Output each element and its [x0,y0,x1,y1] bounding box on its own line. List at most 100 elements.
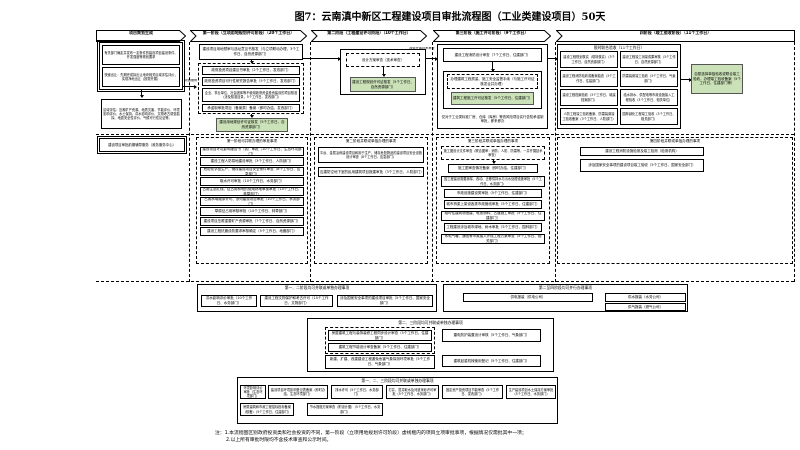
section-b-gas-box: 供气报装（燃气公司） [605,303,686,311]
section-c-frame [307,318,554,372]
stage1-land-preexam-box: 建设项目用地预审与选址意见书核发（与立项联动办理，3个工作日、自然资源部门） [199,44,303,60]
section-c-dashed-group [325,327,435,354]
section-c-dash2: 建筑工程节能设计审查备案（5个工作日、住建部门） [328,343,432,352]
planning-group-box [97,40,185,92]
stage3-group-box [437,44,548,129]
arrow-stage3-down [490,62,495,72]
stage4-left-2: 建设工程档案验收（3个工作日、城建档案部门） [560,89,618,106]
stage4-right-0: 建设工程竣工测量成果审核（3个工作日、自然资源部门） [620,51,678,68]
planning-box1: 有关部门确定并发布一定条件的建设项目建设条件、开发强度等规划要求 [102,45,180,65]
stage3-permit-green-box: 建筑工程施工许可证核发（5个工作日、住建部门） [451,92,534,105]
separator-2 [310,42,311,282]
parallel-s1-item-8: 建设工程抗震设防要求审核确定（5个工作日、地震部门） [200,227,304,236]
planning-box2: 快速出让：先期完成拟出让地块相关区域评估评价，实现净地出让（按需开展） [102,67,180,87]
parallel-s3-item-1: 施工图审查情况备案（即时办结、住建部门） [448,164,538,173]
parallel-s3-frame [436,137,550,264]
parallel-s1-title: 第一阶段可并联办理的审批事项 [226,139,278,143]
page-title: 图7：云南滇中新区工程建设项目审批流程图（工业类建设项目）50天 [294,12,606,23]
stage4-left-1: 建设工程消防验收或备案抽查（3个工作日、住建部门） [560,70,618,87]
arrow-stage1-a [249,60,254,64]
footnote-line1: 注：1.本流程图区别政府投资类和社会投资的不同，第一阶段（立项用地规划许可阶段）… [215,431,527,436]
band-divider-bottom [96,281,794,282]
parallel-s3-title: 第三阶段并联或单独办理的事项 [467,139,519,143]
parallel-s1-item-4: 占用生态红线、征占用林地的使用林地审核审批（10个工作日、林草部门） [200,187,304,196]
parallel-s3-item-0: 施工图设计文件审查（联合图审：消防、人防、防雷等，一并开展技术审查） [441,146,545,160]
section-d-frame [237,377,558,424]
stage4-left-3: 人防工程竣工验收备案、防雷装置竣工验收备案（3个工作日、人防部门） [560,108,618,125]
arrow-stage2-to-stage3 [426,56,438,61]
banner-stage2-label: 第二阶段（工程建设许可阶段）（10个工作日） [327,30,411,35]
parallel-s2-item-1: 应建防空地下室的民用建筑项目报建审批（3个工作日、人防部门） [318,167,424,177]
section-b-power-box: 供电报装（供电公司） [463,293,593,302]
banner-stage1-label: 第一阶段（立项用地规划许可阶段）（20个工作日） [202,30,295,35]
arrow-stage1-b [249,114,254,118]
stage4-left-0: 建设工程规划核实（现场核实）（3个工作日、自然资源部门） [560,51,618,68]
stage2-permit-green-box: 建设工程规划许可证核发（5个工作日、自然资源部门） [350,77,416,92]
parallel-s2-title: 第二阶段并联或单独办理的事项 [345,139,397,143]
stage4-right-3: 园林绿化工程竣工验收（3个工作日、相关部门） [620,108,678,125]
parallel-s2-frame [314,137,428,264]
banner-stage3-shape [432,30,552,42]
separator-1 [189,42,190,282]
arrow-stage4-to-final [681,77,692,82]
arrow-stage2-down [381,67,386,77]
parallel-s1-item-2: 危险化学品生产、储存建设项目安全条件审查（8个工作日、应急部门） [200,167,304,176]
parallel-s1-item-6: 草原征占用审核审批（10个工作日、林草部门） [200,207,304,216]
stage1-item-proposal: 政府投资项目建议书审批（2个工作日、发改部门） [202,66,300,75]
parallel-s3-item-3: 市政设施建设类审批（5个工作日、住建部门） [444,189,542,198]
project-code-label: 项目赋码 [184,79,198,82]
section-d-item-4: 固定资产投资项目节能审查（5个工作日、发改部门） [442,385,503,399]
section-b-frame [443,284,688,312]
arrow-stage1-to-stage2 [303,56,341,61]
stage2-group-box [340,49,426,95]
parallel-s1-item-3: 取水许可审批（10个工作日、水务部门） [200,177,304,186]
stage4-right-1: 防雷装置竣工验收（3个工作日、气象部门） [620,70,678,87]
separator-3 [432,42,433,282]
planning-service-box: 建设项目审批前期辅导服务（政务服务中心） [97,136,187,154]
section-c-dash1: 房屋建筑工程与装饰装修工程同步设计审查（5个工作日、住建部门） [328,330,432,341]
final-acceptance-green-box: 自愿选择单独验收或联合竣工验收，办理竣工验收备案（5个工作日、住建部门等） [691,64,743,94]
banner-planning: 项目策划生成 [96,27,187,42]
banner-stage2: 第二阶段（工程建设许可阶段）（10个工作日） [310,27,428,42]
banner-planning-shape [96,30,187,42]
stage1-dashed-group [198,63,304,114]
section-a-frame [197,284,437,312]
parallel-s3-item-7: 水电气暖、通信等市政接入外线工程方案审查（5个工作日、相关部门） [441,234,545,244]
parallel-s1-item-1: 建设工程人防易地建设审批（3个工作日、人防部门） [200,157,304,166]
section-c-right-box: 雷电防护装置设计审核（5个工作日、气象部门） [442,329,541,342]
section-d-item-3: 打井、凿井取水及河道采砂许可审批（5个工作日、水务部门） [386,385,439,399]
section-d-item-0: 环境影响评价审批（生态环境部门） [240,385,266,399]
separator-4 [555,42,556,282]
arrow-stage3-to-stage4 [548,56,558,61]
parallel-s3-item-2: 因工程建设需要拆除、改动、迁移供排水与污水处理设施审批（5个工作日、水务部门） [441,176,545,187]
banner-stage4: 四阶段（竣工验收阶段）（11个工作日） [555,27,795,42]
section-d-item-1: 建设项目环境影响登记表备案（即时办结、生态环境部门） [268,385,328,399]
parallel-s1-item-7: 建设项目压覆重要矿产资源审批（7个工作日、自然资源部门） [200,217,304,226]
parallel-s1-item-0: 建设项目环境影响报告书（表）审批（10个工作日、生态环境部门） [200,147,304,156]
planning-box3: 区域评估：压覆矿产资源、地质灾害、节能评价、环境影响评价、水土保持、洪水影响评价… [101,99,182,129]
section-a-title: 第一、二阶段均可并联或单独办理事项 [284,285,350,290]
section-d-item-7: 节水措施方案审查（附设计图）（5个工作日、水务部门） [307,403,383,416]
stage1-permit-green-box: 建设用地规划许可证核发（5个工作日、自然资源部门） [216,118,288,132]
parallel-s4-item-1: 涉及国家安全事项的建设项目竣工验收（5个工作日、国家安全部门） [580,159,704,172]
section-a-item-2: 涉及国家安全事项的建设项目审批（5个工作日、国家安全部门） [337,295,433,307]
stage1-item-approval: 企业、事业单位、社会团体等不使用政府资金投资建设的项目核准（涉及核准目录，5个工… [202,88,300,102]
section-a-item-0: 洪水影响评价审批（10个工作日、水务部门） [201,295,257,307]
section-a-item-1: 建设工程文物保护和考古许可（15个工作日、文物部门） [260,295,333,307]
arrow-planning-down [139,90,144,98]
stage4-header: 限时联合验收（11个工作日） [593,45,645,50]
stage2-design-review-box: 设计方案审查（技术审查） [346,53,420,67]
parallel-s3-item-6: 工程建设涉及城市绿地、树木审批（5个工作日、园林部门） [444,223,542,232]
arrow-planning-to-stage1 [183,84,197,89]
stage2-side-label: 按需开展技术审查 [409,47,435,50]
section-c-bottom-left-box: 新建、扩建、改建建设工程避免危害气象探测环境审批（5个工作日、气象部门） [325,355,435,369]
banner-stage1-shape [189,30,308,42]
section-c-title: 第二、三阶段均可并联或单独办理事项 [398,320,463,325]
parallel-s2-item-0: 平台、金属冶炼建设项目和用于生产、储存危险物品的建设项目安全设施设计审查（8个工… [318,147,424,163]
banner-stage3-label: 第三阶段（施工许可阶段）（9个工作日） [455,30,529,35]
banner-planning-label: 项目策划生成 [129,30,153,35]
stage3-inner-box [443,71,542,109]
stage4-right-2: 给水排水、供配电等市政设施接入工程验收（3个工作日、相关单位） [620,89,678,106]
section-d-item-5: 生产建设项目水土保持方案审批（5个工作日、水务部门） [506,385,556,399]
